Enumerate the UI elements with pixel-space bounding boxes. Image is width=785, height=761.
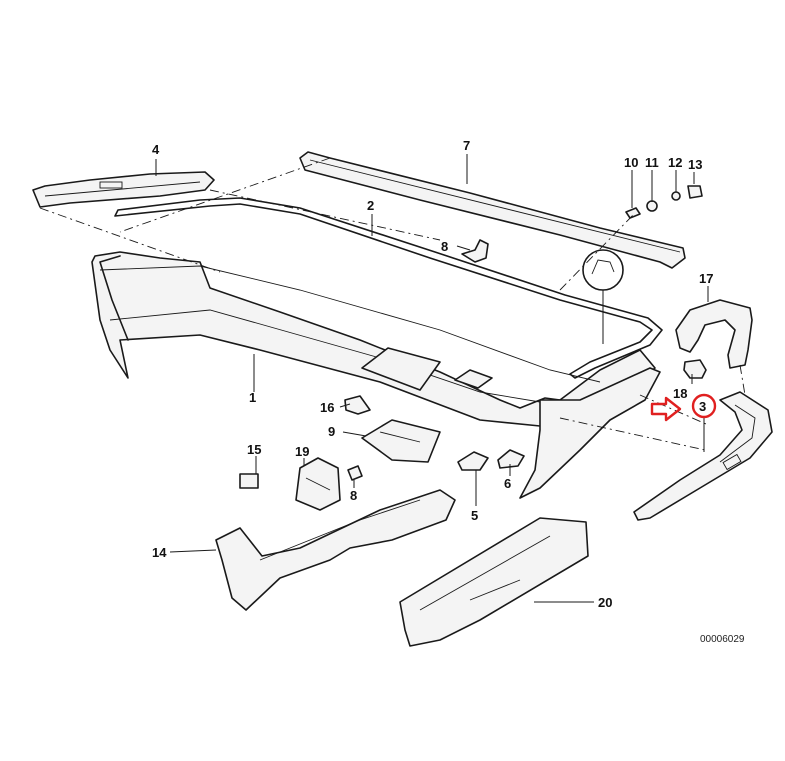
part-5-clip[interactable] [457, 451, 489, 471]
part-19-bracket[interactable] [295, 457, 341, 511]
highlight-marker [650, 393, 717, 422]
callout-labels: 4 2 7 10 11 12 13 8 17 1 18 3 16 9 15 19… [152, 138, 745, 645]
callout-7: 7 [463, 138, 470, 153]
callout-3: 3 [699, 399, 706, 414]
part-20-lower-shield[interactable] [399, 517, 589, 647]
callout-13: 13 [688, 157, 702, 172]
callout-12: 12 [668, 155, 682, 170]
callout-9: 9 [328, 424, 335, 439]
part-17-bracket[interactable] [675, 299, 753, 369]
part-6-clip[interactable] [497, 449, 525, 469]
part-8-screw-upper[interactable] [461, 239, 489, 263]
part-10-13-fasteners[interactable] [625, 185, 703, 219]
callout-5: 5 [471, 508, 478, 523]
part-1-bumper[interactable] [91, 251, 661, 499]
part-9-plate[interactable] [361, 419, 441, 463]
callout-15: 15 [247, 442, 261, 457]
detail-inset [582, 249, 624, 344]
highlight-ring-icon [691, 393, 717, 419]
part-14-lower-bracket[interactable] [215, 489, 456, 611]
callout-6: 6 [504, 476, 511, 491]
leader-lines [155, 154, 709, 603]
callout-4: 4 [152, 142, 160, 157]
part-2-upper-molding[interactable] [114, 197, 663, 379]
highlight-arrow-icon [650, 396, 682, 422]
diagram-reference-number: 00006029 [700, 634, 745, 645]
callout-20: 20 [598, 595, 612, 610]
part-8-screw-lower[interactable] [347, 465, 363, 481]
callout-17: 17 [699, 271, 713, 286]
assembly-lines [39, 157, 746, 451]
callout-16: 16 [320, 400, 334, 415]
part-4-trim-strip[interactable] [32, 171, 215, 208]
callout-8-upper: 8 [441, 239, 448, 254]
callout-2: 2 [367, 198, 374, 213]
part-3-side-cap[interactable] [633, 391, 773, 521]
callout-1: 1 [249, 390, 256, 405]
callout-10: 10 [624, 155, 638, 170]
callout-11: 11 [645, 155, 659, 170]
callout-18: 18 [673, 386, 687, 401]
callout-19: 19 [295, 444, 309, 459]
part-15-nut[interactable] [239, 473, 259, 489]
callout-8-lower: 8 [350, 488, 357, 503]
part-16-clip[interactable] [344, 395, 371, 415]
callout-14: 14 [152, 545, 167, 560]
part-18-clip[interactable] [683, 359, 707, 379]
